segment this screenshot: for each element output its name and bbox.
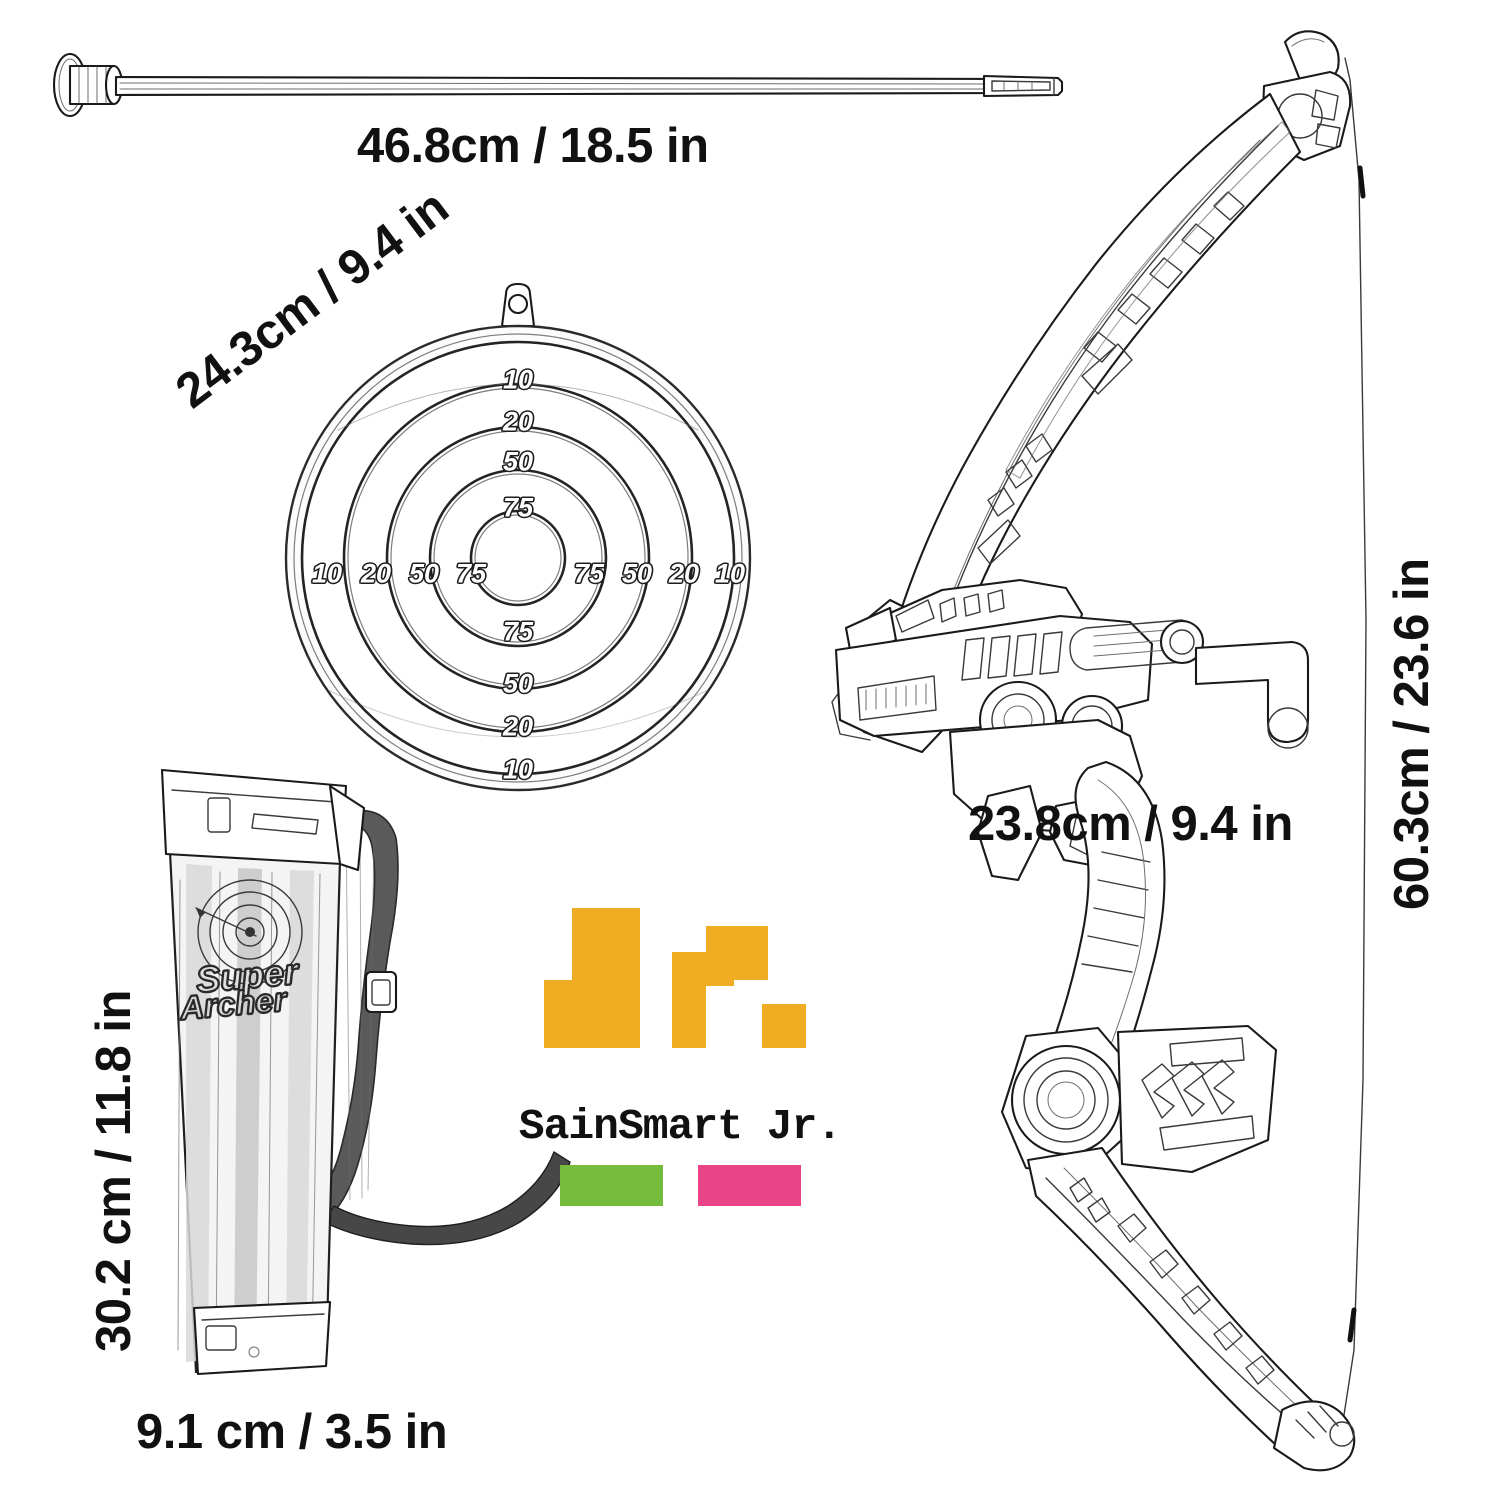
bow-illustration: [830, 20, 1390, 1472]
target-score-top-50: 50: [502, 445, 534, 477]
target-score-left-75: 75: [455, 557, 487, 589]
target-score-right-20: 20: [668, 557, 700, 589]
quiver-height-dimension-label: 30.2 cm / 11.8 in: [87, 990, 141, 1352]
quiver-illustration: [150, 760, 580, 1400]
target-score-bottom-20: 20: [502, 710, 534, 742]
target-score-left-20: 20: [360, 557, 392, 589]
arrow-dimension-label: 46.8cm / 18.5 in: [357, 119, 709, 173]
target-illustration: [258, 282, 778, 810]
sainsmart-jr-logo: SainSmart Jr.: [500, 908, 860, 1206]
logo-wordmark: SainSmart Jr.: [518, 1102, 842, 1151]
arrow-illustration: [46, 52, 1066, 118]
logo-bar-pink: [697, 1165, 801, 1206]
target-score-top-10: 10: [502, 363, 534, 395]
logo-color-bars: [500, 1165, 860, 1206]
bow-width-dimension-label: 23.8cm / 9.4 in: [968, 797, 1293, 851]
target-score-right-75: 75: [573, 557, 605, 589]
target-score-bottom-75: 75: [502, 615, 534, 647]
target-score-left-50: 50: [408, 557, 440, 589]
target-score-top-20: 20: [502, 405, 534, 437]
target-score-top-75: 75: [502, 491, 534, 523]
quiver-width-dimension-label: 9.1 cm / 3.5 in: [136, 1405, 448, 1459]
target-score-right-50: 50: [621, 557, 653, 589]
target-score-right-10: 10: [714, 557, 746, 589]
target-score-bottom-50: 50: [502, 667, 534, 699]
target-score-left-10: 10: [311, 557, 343, 589]
jr-pixel-mark-icon: [544, 908, 816, 1086]
bow-height-dimension-label: 60.3cm / 23.6 in: [1385, 558, 1439, 910]
target-score-bottom-10: 10: [502, 753, 534, 785]
logo-bar-green: [559, 1165, 663, 1206]
